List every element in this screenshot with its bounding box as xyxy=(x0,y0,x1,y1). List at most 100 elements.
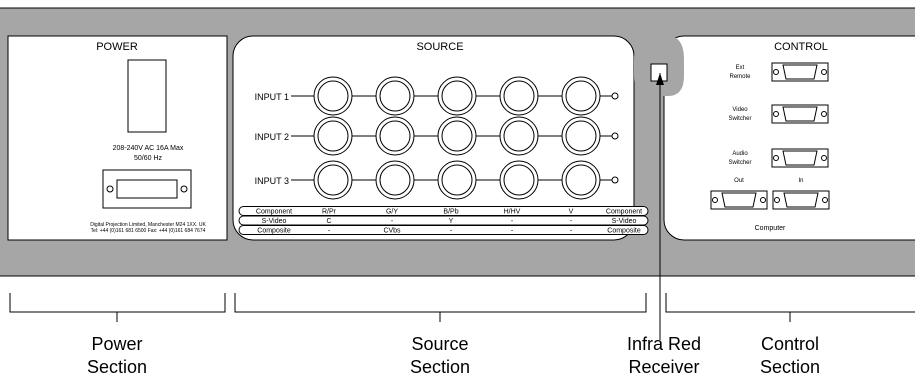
computer-label: Computer xyxy=(755,225,786,232)
callout-control-line1: Control xyxy=(760,334,820,354)
bnc-connector-inner xyxy=(565,164,597,196)
signal-table-cell: - xyxy=(328,228,331,235)
power-bracket xyxy=(9,293,226,313)
signal-table-cell: - xyxy=(570,218,573,225)
maker-line2: Tel: +44 (0)161 681 6500 Fax: +44 (0)161… xyxy=(91,228,206,234)
callout-source-section: Source Section xyxy=(380,333,500,379)
bnc-connector-inner xyxy=(503,164,535,196)
control-title: CONTROL xyxy=(774,41,828,53)
signal-table-cell: G/Y xyxy=(386,209,398,216)
signal-table-cell: H/HV xyxy=(504,209,521,216)
input-row-label: INPUT 3 xyxy=(255,176,289,186)
callout-ir-line1: Infra Red xyxy=(626,334,702,354)
bnc-connector-inner xyxy=(565,120,597,152)
input-end-terminal xyxy=(611,92,619,100)
callout-control-section: Control Section xyxy=(730,333,850,379)
signal-table-cell: - xyxy=(391,218,394,225)
callout-power-line1: Power xyxy=(91,334,143,354)
bnc-connector-inner xyxy=(503,120,535,152)
signal-table-cell: - xyxy=(570,228,573,235)
signal-table-cell: C xyxy=(326,218,331,225)
signal-table-row-outline xyxy=(238,215,649,226)
input-connector-grid: INPUT 1 INPUT 2 INPUT 3 xyxy=(255,76,619,200)
signal-table-cell: B/Pb xyxy=(443,209,458,216)
callout-power-section: Power Section xyxy=(57,333,177,379)
input-row: INPUT 3 xyxy=(255,160,619,200)
bnc-connector-inner xyxy=(317,164,349,196)
input-row: INPUT 2 xyxy=(255,116,619,156)
power-rating-line2: 50/60 Hz xyxy=(134,155,163,162)
section-brackets xyxy=(9,293,915,322)
signal-table-cell: V xyxy=(569,209,574,216)
bnc-connector-inner xyxy=(379,80,411,112)
bnc-connector-inner xyxy=(503,80,535,112)
control-port-label-line1: Ext xyxy=(736,65,745,71)
signal-table-cell: S-Video xyxy=(262,218,287,225)
callout-source-line1: Source xyxy=(411,334,469,354)
control-bracket xyxy=(665,293,915,313)
power-switch-icon xyxy=(127,59,167,133)
computer-out-label: Out xyxy=(734,178,744,184)
input-end-terminal xyxy=(611,132,619,140)
bnc-connector-inner xyxy=(317,120,349,152)
input-row-label: INPUT 2 xyxy=(255,132,289,142)
signal-table-cell: - xyxy=(511,228,514,235)
bnc-connector-inner xyxy=(379,164,411,196)
signal-table-cell: - xyxy=(511,218,514,225)
infra-red-receiver xyxy=(634,36,684,340)
power-inlet-icon xyxy=(102,169,192,209)
control-section: CONTROL ExtRemoteVideoSwitcherAudioSwitc… xyxy=(663,35,915,241)
signal-table-row: S-Video C - Y - - S-Video xyxy=(238,215,649,226)
dsub-port-icon xyxy=(771,148,829,168)
computer-in-label: In xyxy=(798,178,803,184)
ir-arrowhead xyxy=(656,73,664,85)
input-end-terminal xyxy=(611,176,619,184)
power-section: POWER 208-240V AC 16A Max 50/60 Hz Digit… xyxy=(7,35,228,241)
signal-table-row: Composite - CVbs - - - Composite xyxy=(238,225,649,235)
control-port-label-line2: Remote xyxy=(729,74,751,80)
dsub-port-icon xyxy=(772,190,830,210)
signal-table-cell: Y xyxy=(449,218,454,225)
callout-source-line2: Section xyxy=(409,357,471,377)
signal-table-cell: S-Video xyxy=(612,218,637,225)
signal-table-cell: Composite xyxy=(257,228,291,235)
source-bracket xyxy=(234,293,647,313)
dsub-port-icon xyxy=(771,104,829,124)
maker-line1: Digital Projection Limited, Manchester M… xyxy=(90,222,206,228)
control-port-label-line2: Switcher xyxy=(728,116,751,122)
control-section-box xyxy=(663,35,915,241)
power-rating-line1: 208-240V AC 16A Max xyxy=(113,145,184,152)
input-row: INPUT 1 xyxy=(255,76,619,116)
callout-ir-line2: Receiver xyxy=(628,357,700,377)
bnc-connector-inner xyxy=(441,164,473,196)
input-row-label: INPUT 1 xyxy=(255,92,289,102)
signal-table-row-outline xyxy=(238,225,649,235)
control-port-label-line1: Audio xyxy=(732,151,748,157)
dsub-port-icon xyxy=(771,62,829,82)
callout-power-line2: Section xyxy=(86,357,148,377)
control-port-label-line2: Switcher xyxy=(728,160,751,166)
signal-table-cell: CVbs xyxy=(383,228,401,235)
bnc-connector-inner xyxy=(379,120,411,152)
bnc-connector-inner xyxy=(441,120,473,152)
callout-infra-red-receiver: Infra Red Receiver xyxy=(604,333,724,379)
source-title: SOURCE xyxy=(416,41,463,53)
signal-table-cell: Component xyxy=(256,209,292,216)
bnc-connector-inner xyxy=(565,80,597,112)
signal-table-cell: - xyxy=(450,228,453,235)
bnc-connector-inner xyxy=(441,80,473,112)
dsub-port-icon xyxy=(710,190,768,210)
bnc-connector-inner xyxy=(317,80,349,112)
signal-table-cell: Composite xyxy=(607,228,641,235)
callout-control-line2: Section xyxy=(759,357,821,377)
power-title: POWER xyxy=(96,41,138,53)
